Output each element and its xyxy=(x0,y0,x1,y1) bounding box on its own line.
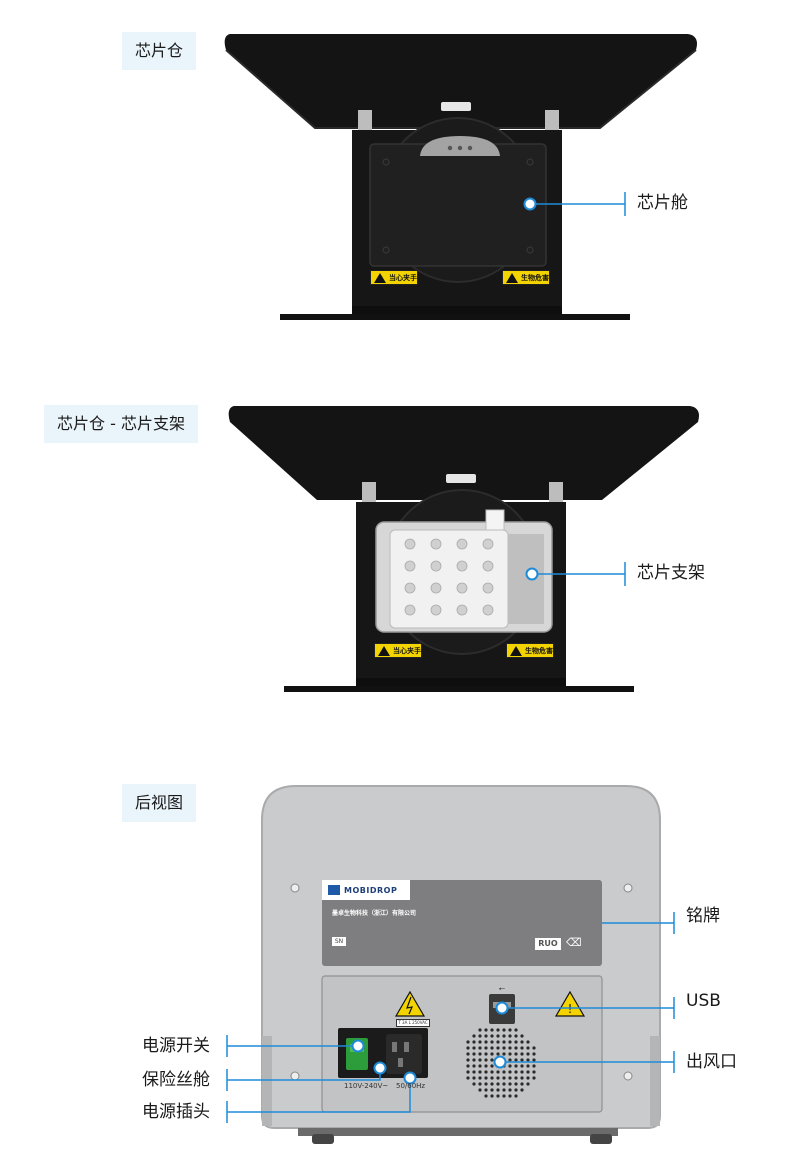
frequency-label: 50/60Hz xyxy=(396,1082,426,1090)
biohazard-warning-label-2: 生物危害 xyxy=(506,643,554,658)
callout-usb: USB xyxy=(686,991,721,1011)
logo-mark-icon xyxy=(328,885,340,895)
section-title-rear: 后视图 xyxy=(122,784,197,822)
callout-chip-chamber: 芯片舱 xyxy=(637,193,688,213)
section-title-chamber: 芯片仓 xyxy=(122,32,197,70)
callout-vent: 出风口 xyxy=(686,1052,737,1072)
biohazard-warning-label: 生物危害 xyxy=(502,270,550,285)
voltage-label: 110V-240V~ xyxy=(344,1082,389,1090)
callout-nameplate: 铭牌 xyxy=(686,906,720,926)
callout-fuse: 保险丝舱 xyxy=(142,1070,210,1090)
chamber-illustration xyxy=(224,34,697,320)
mobidrop-logo: MOBIDROP xyxy=(322,880,410,900)
callout-chip-holder: 芯片支架 xyxy=(637,563,705,583)
callout-power-switch: 电源开关 xyxy=(142,1036,210,1056)
svg-text:!: ! xyxy=(568,1002,573,1016)
fuse-rating-label: T 3A L 250VAC xyxy=(396,1019,430,1027)
warning-triangle-icon xyxy=(378,645,390,656)
warning-triangle-icon xyxy=(374,272,386,283)
nameplate: MOBIDROP 墨卓生物科技（浙江）有限公司 SN RUO ⌫ xyxy=(322,880,602,966)
section-title-holder: 芯片仓 - 芯片支架 xyxy=(44,405,198,443)
biohazard-icon xyxy=(506,272,518,283)
holder-illustration xyxy=(228,406,699,692)
ruo-badge: RUO xyxy=(535,938,561,950)
biohazard-icon xyxy=(510,645,522,656)
svg-text:⭠: ⭠ xyxy=(499,984,506,993)
callout-power-plug: 电源插头 xyxy=(142,1102,210,1122)
weee-bin-icon: ⌫ xyxy=(566,936,582,949)
pinch-warning-label-2: 当心夹手 xyxy=(374,643,422,658)
pinch-warning-label: 当心夹手 xyxy=(370,270,418,285)
